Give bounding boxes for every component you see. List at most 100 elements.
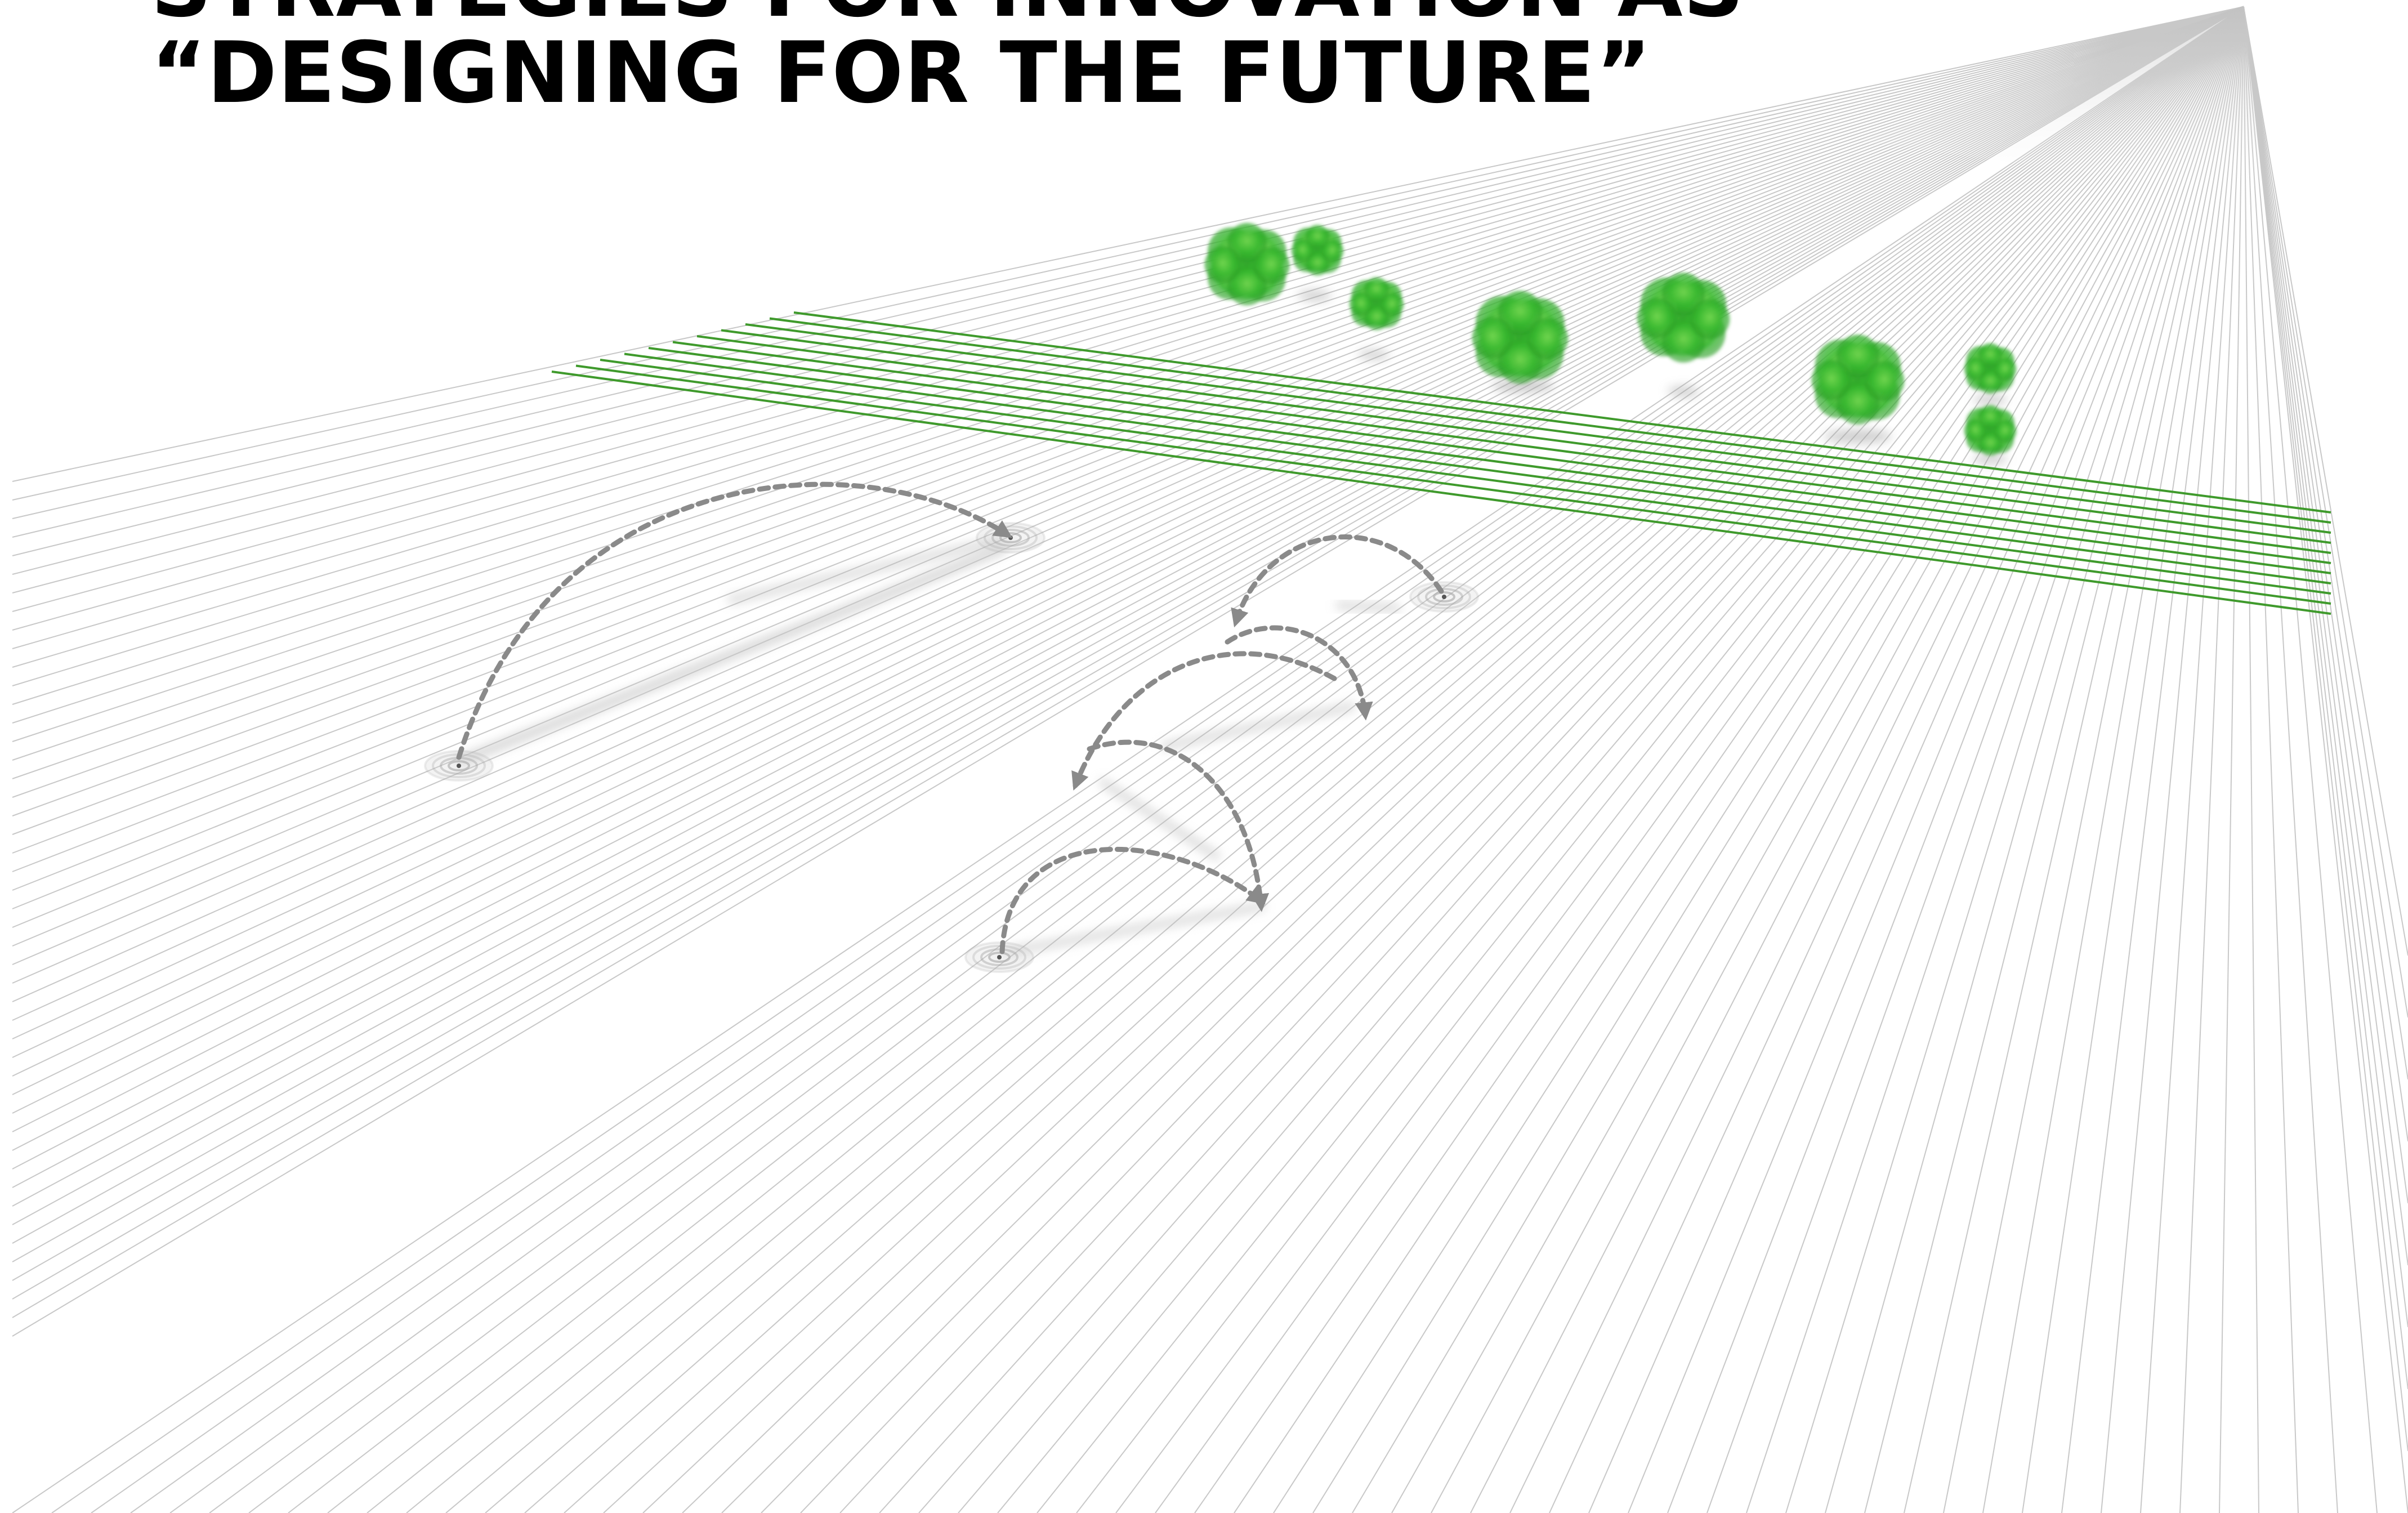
grid-line bbox=[12, 6, 2244, 928]
grid-line bbox=[2243, 6, 2408, 1204]
grid-line bbox=[209, 6, 2244, 1513]
path-shadow bbox=[1099, 778, 1221, 860]
perspective-grid bbox=[12, 6, 2408, 1513]
path-shadow bbox=[1161, 702, 1356, 751]
tree-canopy-blob bbox=[1227, 222, 1267, 263]
grid-line bbox=[12, 6, 2244, 1188]
grid-line bbox=[1312, 6, 2244, 1513]
grid-line bbox=[406, 6, 2244, 1513]
tree-canopy-blob bbox=[1964, 357, 1987, 381]
grid-line bbox=[12, 6, 2244, 1318]
grid-line bbox=[2243, 6, 2408, 956]
grid-line bbox=[1549, 6, 2244, 1513]
tree-icon bbox=[1204, 222, 1290, 306]
ground-shadows bbox=[457, 259, 2007, 956]
target-ring bbox=[988, 952, 1011, 963]
tree-canopy-blob bbox=[1253, 247, 1290, 284]
grid-line bbox=[12, 6, 2244, 947]
grid-line bbox=[367, 6, 2244, 1513]
target-icon bbox=[1409, 581, 1479, 613]
tree-canopy-blob bbox=[1526, 318, 1569, 360]
green-band-line bbox=[624, 352, 2331, 584]
tree-icon bbox=[1964, 405, 2017, 456]
grid-line bbox=[12, 6, 2244, 1021]
tree-icon bbox=[1637, 273, 1730, 363]
tree-canopy-blob bbox=[1994, 419, 2017, 443]
tree-shadow bbox=[1973, 454, 2007, 464]
green-band-line bbox=[648, 347, 2331, 574]
grid-line bbox=[12, 6, 2244, 1151]
tree-canopy-blob bbox=[1964, 419, 1987, 443]
grid-line bbox=[2243, 6, 2408, 1390]
grid-line bbox=[1273, 6, 2244, 1513]
grid-line bbox=[327, 6, 2244, 1513]
grid-line bbox=[918, 6, 2244, 1513]
grid-line bbox=[997, 6, 2244, 1513]
path-shadow bbox=[727, 536, 1007, 604]
tree-canopy-blob bbox=[1690, 299, 1730, 340]
grid-line bbox=[839, 6, 2244, 1513]
grid-line bbox=[2243, 6, 2408, 1266]
tree-canopy-blob bbox=[1864, 361, 1905, 401]
grid-line bbox=[2243, 6, 2408, 1328]
tree-canopy-blob bbox=[1994, 358, 2017, 381]
vanishing-point-shading bbox=[1858, 6, 2263, 197]
target-ring bbox=[1433, 591, 1455, 602]
grid-line bbox=[800, 6, 2244, 1513]
target-ring bbox=[1425, 588, 1463, 606]
grid-line bbox=[12, 6, 2244, 1058]
grid-line bbox=[12, 6, 2244, 556]
green-band-line bbox=[575, 364, 2331, 605]
grid-line bbox=[761, 6, 2244, 1513]
grid-line bbox=[1194, 6, 2244, 1513]
grid-line bbox=[1234, 6, 2244, 1513]
tree-icon bbox=[1291, 225, 1344, 276]
grid-line bbox=[91, 6, 2244, 1513]
tree-canopy-blob bbox=[1472, 317, 1514, 359]
grid-line bbox=[1588, 6, 2244, 1513]
tree-canopy-blob bbox=[1364, 277, 1390, 303]
tree-icon bbox=[1349, 277, 1404, 331]
grid-line bbox=[12, 6, 2244, 909]
grid-line bbox=[288, 6, 2244, 1513]
page-title-line-2: “DESIGNING FOR THE FUTURE” bbox=[151, 24, 1652, 122]
grid-line bbox=[2243, 6, 2408, 1452]
grid-line bbox=[1628, 6, 2244, 1513]
grid-line bbox=[169, 6, 2244, 1513]
green-band-line bbox=[672, 341, 2331, 564]
grid-line bbox=[12, 6, 2244, 1002]
dashed-arc-arrow bbox=[1225, 625, 1373, 721]
grid-line bbox=[1037, 6, 2244, 1513]
target-center bbox=[457, 764, 461, 768]
grid-line bbox=[879, 6, 2244, 1513]
grid-line bbox=[12, 6, 2244, 1337]
movement-arrows bbox=[456, 481, 1444, 954]
grid-line bbox=[1470, 6, 2244, 1513]
grid-line bbox=[682, 6, 2244, 1513]
grid-line bbox=[12, 6, 2244, 501]
grid-line bbox=[2243, 6, 2338, 1513]
tree-shadow bbox=[1973, 395, 2007, 405]
grid-line bbox=[1825, 6, 2244, 1513]
dashed-arc-arrow bbox=[1231, 534, 1444, 628]
grid-line bbox=[12, 6, 2244, 1132]
grid-line bbox=[1431, 6, 2244, 1513]
target-ring bbox=[980, 948, 1018, 966]
grid-line bbox=[12, 6, 2244, 649]
tree-canopy-blob bbox=[1978, 405, 2003, 430]
grid-line bbox=[12, 6, 2244, 1513]
page-title-line-1: STRATEGIES FOR INNOVATION AS bbox=[151, 0, 1745, 29]
grid-line bbox=[12, 6, 2244, 1281]
grid-line bbox=[12, 6, 2244, 1244]
tree-canopy-blob bbox=[1811, 360, 1852, 400]
target-ring bbox=[964, 941, 1034, 973]
grid-line bbox=[1155, 6, 2244, 1513]
grid-line bbox=[12, 6, 2244, 1170]
grid-line bbox=[1785, 6, 2244, 1513]
grid-line bbox=[51, 6, 2244, 1513]
grid-line bbox=[1509, 6, 2244, 1513]
green-band-lines bbox=[551, 311, 2331, 615]
tree-icon bbox=[1472, 291, 1569, 384]
grid-line bbox=[12, 6, 2244, 538]
